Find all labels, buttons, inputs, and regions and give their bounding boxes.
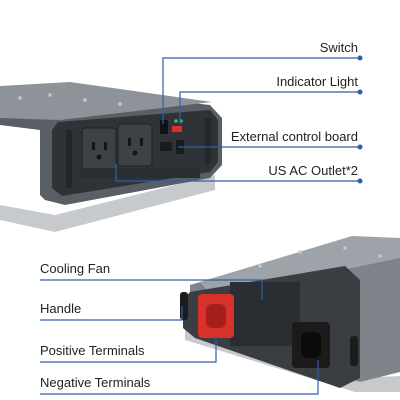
- indicator-callout: [179, 91, 360, 124]
- screw-3: [83, 98, 87, 102]
- outlet-callout: [115, 164, 360, 182]
- handle-callout: [40, 306, 183, 321]
- indicator-callout-dot: [357, 89, 363, 95]
- front-vent-left-top: [66, 130, 72, 188]
- negative-callout: [40, 360, 319, 395]
- label-handle: Handle: [40, 301, 82, 316]
- mounting-plate-bottom: [185, 325, 400, 392]
- inverter-front-view: [0, 82, 222, 232]
- outlet-callout-dot: [357, 178, 363, 184]
- ac-outlet-1-slot-a: [92, 142, 95, 150]
- inverter-top-cover: [0, 82, 212, 120]
- label-external-control-board: External control board: [230, 129, 358, 144]
- bottom-screw-3: [343, 246, 347, 250]
- label-cooling-fan: Cooling Fan: [40, 261, 111, 276]
- label-switch: Switch: [319, 40, 358, 55]
- top-callouts: [115, 57, 360, 182]
- ac-outlet-2-slot-b: [140, 138, 143, 146]
- positive-terminal-inner: [206, 304, 226, 328]
- cooling-fan-grille: [230, 282, 300, 346]
- positive-callout: [40, 336, 217, 363]
- indicator-led-1: [174, 119, 178, 123]
- bottom-grille-top: [80, 168, 200, 178]
- fan-callout: [40, 279, 263, 300]
- mounting-plate-top: [0, 175, 215, 232]
- front-vent-right-top: [205, 118, 211, 164]
- ac-outlet-2-slot-a: [128, 138, 131, 146]
- screw-4: [118, 102, 122, 106]
- control-board-callout-dot: [357, 144, 363, 150]
- inverter-back-view: [180, 236, 400, 392]
- handle-left: [180, 292, 188, 320]
- control-board-port: [160, 142, 172, 151]
- ac-outlet-1: [81, 127, 117, 171]
- ac-outlet-2-ground: [132, 150, 138, 156]
- switch-component: [160, 120, 168, 134]
- switch-callout: [162, 57, 360, 124]
- label-indicator-light: Indicator Light: [276, 74, 358, 89]
- ac-outlet-2: [117, 123, 153, 167]
- indicator-light-block: [172, 126, 182, 132]
- bottom-callouts: [40, 279, 319, 395]
- top-callout-dots: [357, 55, 363, 184]
- bottom-screw-1: [258, 264, 262, 268]
- screw-1: [18, 96, 22, 100]
- screw-2: [48, 93, 52, 97]
- negative-terminal-inner: [301, 332, 321, 358]
- label-positive-terminals: Positive Terminals: [40, 343, 145, 358]
- label-negative-terminals: Negative Terminals: [40, 375, 151, 390]
- ac-outlet-1-ground: [96, 154, 102, 160]
- bottom-screw-2: [298, 250, 302, 254]
- handle-right: [350, 336, 358, 366]
- label-us-ac-outlet: US AC Outlet*2: [268, 163, 358, 178]
- bottom-screw-4: [378, 254, 382, 258]
- ac-outlet-1-slot-b: [104, 142, 107, 150]
- switch-callout-dot: [357, 55, 363, 61]
